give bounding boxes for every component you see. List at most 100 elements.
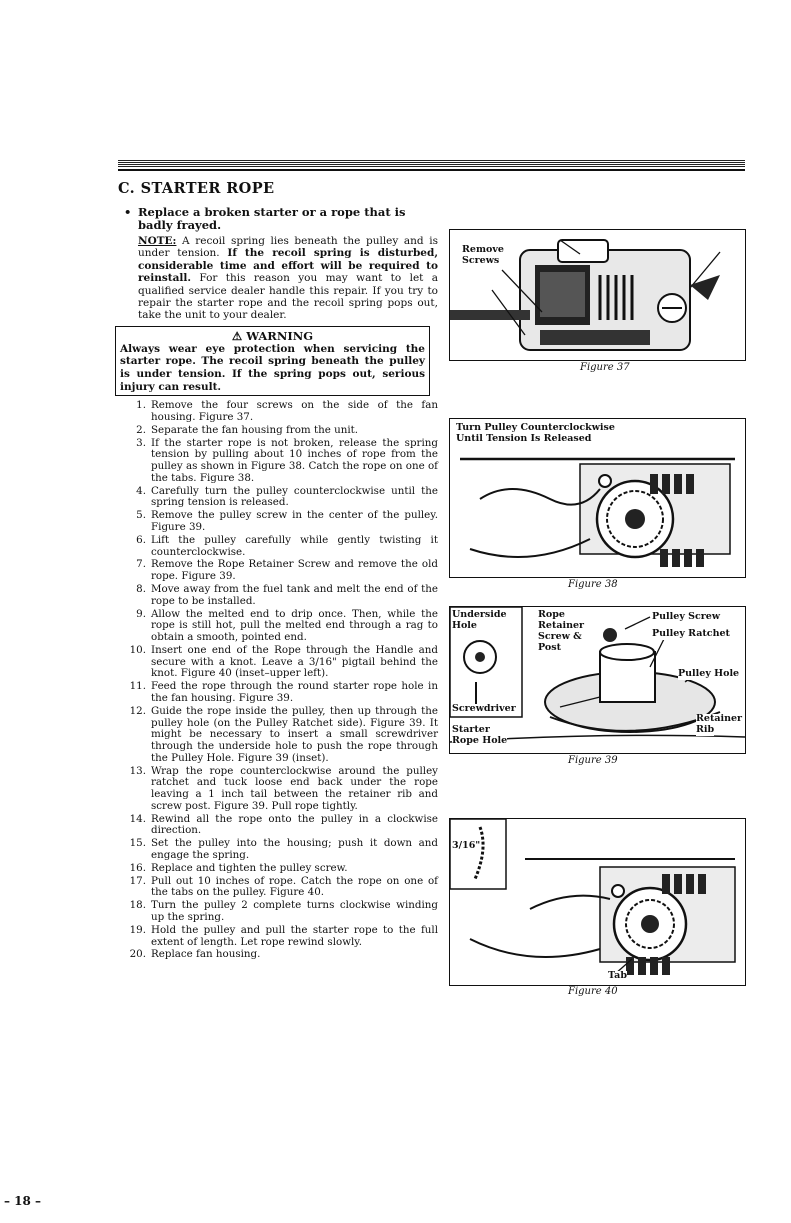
step-text: Remove the four screws on the side of th… [151,399,438,423]
step-text: Insert one end of the Rope through the H… [151,643,438,680]
step-text: Carefully turn the pulley counterclockwi… [151,484,438,509]
step-item: 10. Insert one end of the Rope through th… [118,643,438,680]
fig39-label-post: Post [538,642,561,654]
step-text: Guide the rope inside the pulley, then u… [151,704,438,764]
top-rule-solid [118,169,745,171]
step-number: 17. [129,874,146,887]
step-number: 3. [136,436,146,449]
step-item: 6. Lift the pulley carefully while gently… [118,533,438,558]
note-paragraph: NOTE: A recoil spring lies beneath the p… [138,235,438,322]
step-item: 19. Hold the pulley and pull the starter … [118,923,438,948]
step-number: 19. [129,923,146,936]
note-text-1: A recoil spring lies beneath the pulley … [138,235,438,260]
step-number: 10. [129,643,146,656]
step-item: 3. If the starter rope is not broken, rel… [118,436,438,485]
step-item: 2. Separate the fan housing from the unit… [118,423,438,437]
figure-40-caption: Figure 40 [568,986,618,997]
fig40-label-tab: Tab [608,970,627,982]
figure-40: 3/16" Tab [449,818,746,986]
fig39-label-pulley-ratchet: Pulley Ratchet [652,628,730,640]
step-number: 18. [129,899,146,912]
step-text: Set the pulley into the housing; push it… [151,837,438,861]
step-number: 5. [136,509,146,522]
step-text: Rewind all the rope onto the pulley in a… [151,812,438,837]
step-item: 13. Wrap the rope counterclockwise around… [118,764,438,813]
step-number: 20. [129,948,146,961]
steps-list: 1. Remove the four screws on the side of … [118,399,438,961]
fig39-label-pulley-hole: Pulley Hole [678,668,740,680]
fig38-label-line1: Turn Pulley Counterclockwise [456,422,615,434]
step-text: Allow the melted end to drip once. Then,… [151,607,438,644]
fig39-label-retainer: Retainer [538,620,585,632]
step-number: 6. [136,533,146,546]
fig39-label-screwdriver: Screwdriver [452,703,516,715]
step-text: Remove the Rope Retainer Screw and remov… [151,558,438,583]
step-item: 12. Guide the rope inside the pulley, the… [118,704,438,765]
step-text: Lift the pulley carefully while gently t… [151,533,438,558]
warning-title: ⚠ WARNING [231,328,314,343]
step-item: 20. Replace fan housing. [118,949,438,961]
step-number: 7. [136,558,146,571]
fig39-label-retainer-rib-2: Rib [696,724,715,736]
fig39-label-screw-and: Screw & [538,631,582,643]
step-number: 15. [129,837,146,850]
step-number: 14. [129,812,146,825]
step-text: Move away from the fuel tank and melt th… [151,583,438,607]
figure-39-caption: Figure 39 [568,755,618,766]
step-number: 2. [136,423,146,436]
warning-text: Always wear eye protection when servicin… [120,342,425,393]
step-text: Separate the fan housing from the unit. [151,423,359,436]
step-item: 9. Allow the melted end to drip once. The… [118,607,438,644]
step-text: If the starter rope is not broken, relea… [151,436,438,484]
step-text: Hold the pulley and pull the starter rop… [151,923,438,948]
step-text: Wrap the rope counterclockwise around th… [151,764,438,812]
fig37-label-screws: Screws [462,255,500,267]
section-title: C. STARTER ROPE [118,180,275,197]
step-number: 4. [136,484,146,497]
bullet-text: Replace a broken starter or a rope that … [138,205,406,232]
step-text: Turn the pulley 2 complete turns clockwi… [151,899,438,923]
step-item: 17. Pull out 10 inches of rope. Catch the… [118,874,438,899]
step-number: 1. [136,399,146,412]
step-number: 9. [136,607,146,620]
step-number: 8. [136,583,146,596]
step-number: 13. [129,764,146,777]
figure-37-caption: Figure 37 [580,362,630,373]
step-number: 12. [129,704,146,717]
fig39-label-pulley-screw: Pulley Screw [652,611,721,623]
step-number: 11. [129,680,146,693]
step-item: 8. Move away from the fuel tank and melt … [118,583,438,607]
fig39-label-rope-hole: Rope Hole [452,735,508,747]
note-bold: If the recoil spring is disturbed, consi… [138,247,438,285]
step-text: Replace and tighten the pulley screw. [151,861,348,874]
step-item: 14. Rewind all the rope onto the pulley i… [118,812,438,837]
step-text: Remove the pulley screw in the center of… [151,509,438,533]
figure-39: Underside Hole Screwdriver Rope Retainer… [449,606,746,754]
bullet-icon: • [124,205,132,219]
step-text: Feed the rope through the round starter … [151,680,438,704]
fig39-label-starter: Starter [452,724,490,736]
step-text: Pull out 10 inches of rope. Catch the ro… [151,874,438,899]
step-number: 16. [129,861,146,874]
fig39-label-retainer-rib-1: Retainer [696,713,743,725]
step-text: Replace fan housing. [151,948,261,961]
note-label: NOTE: [138,235,177,247]
fig39-label-hole: Hole [452,620,477,632]
step-item: 1. Remove the four screws on the side of … [118,399,438,423]
warning-box: ⚠ WARNING Always wear eye protection whe… [115,325,430,397]
figure-40-drawing [450,819,736,975]
figure-38-drawing [460,457,735,567]
step-item: 11. Feed the rope through the round start… [118,680,438,704]
note-text-2: For this reason you may want to let a qu… [138,272,438,322]
figure-37-drawing [450,239,721,351]
page-number: – 18 – [4,1194,42,1208]
bullet-item: • Replace a broken starter or a rope tha… [118,206,438,232]
fig39-label-rope: Rope [538,609,565,621]
fig39-label-underside: Underside [452,609,507,621]
step-item: 5. Remove the pulley screw in the center … [118,509,438,533]
fig40-label-pigtail: 3/16" [452,840,481,852]
fig37-label-remove: Remove [462,244,504,256]
fig38-label-line2: Until Tension Is Released [456,433,592,445]
step-item: 18. Turn the pulley 2 complete turns cloc… [118,899,438,923]
figure-37: Remove Screws [449,229,746,361]
